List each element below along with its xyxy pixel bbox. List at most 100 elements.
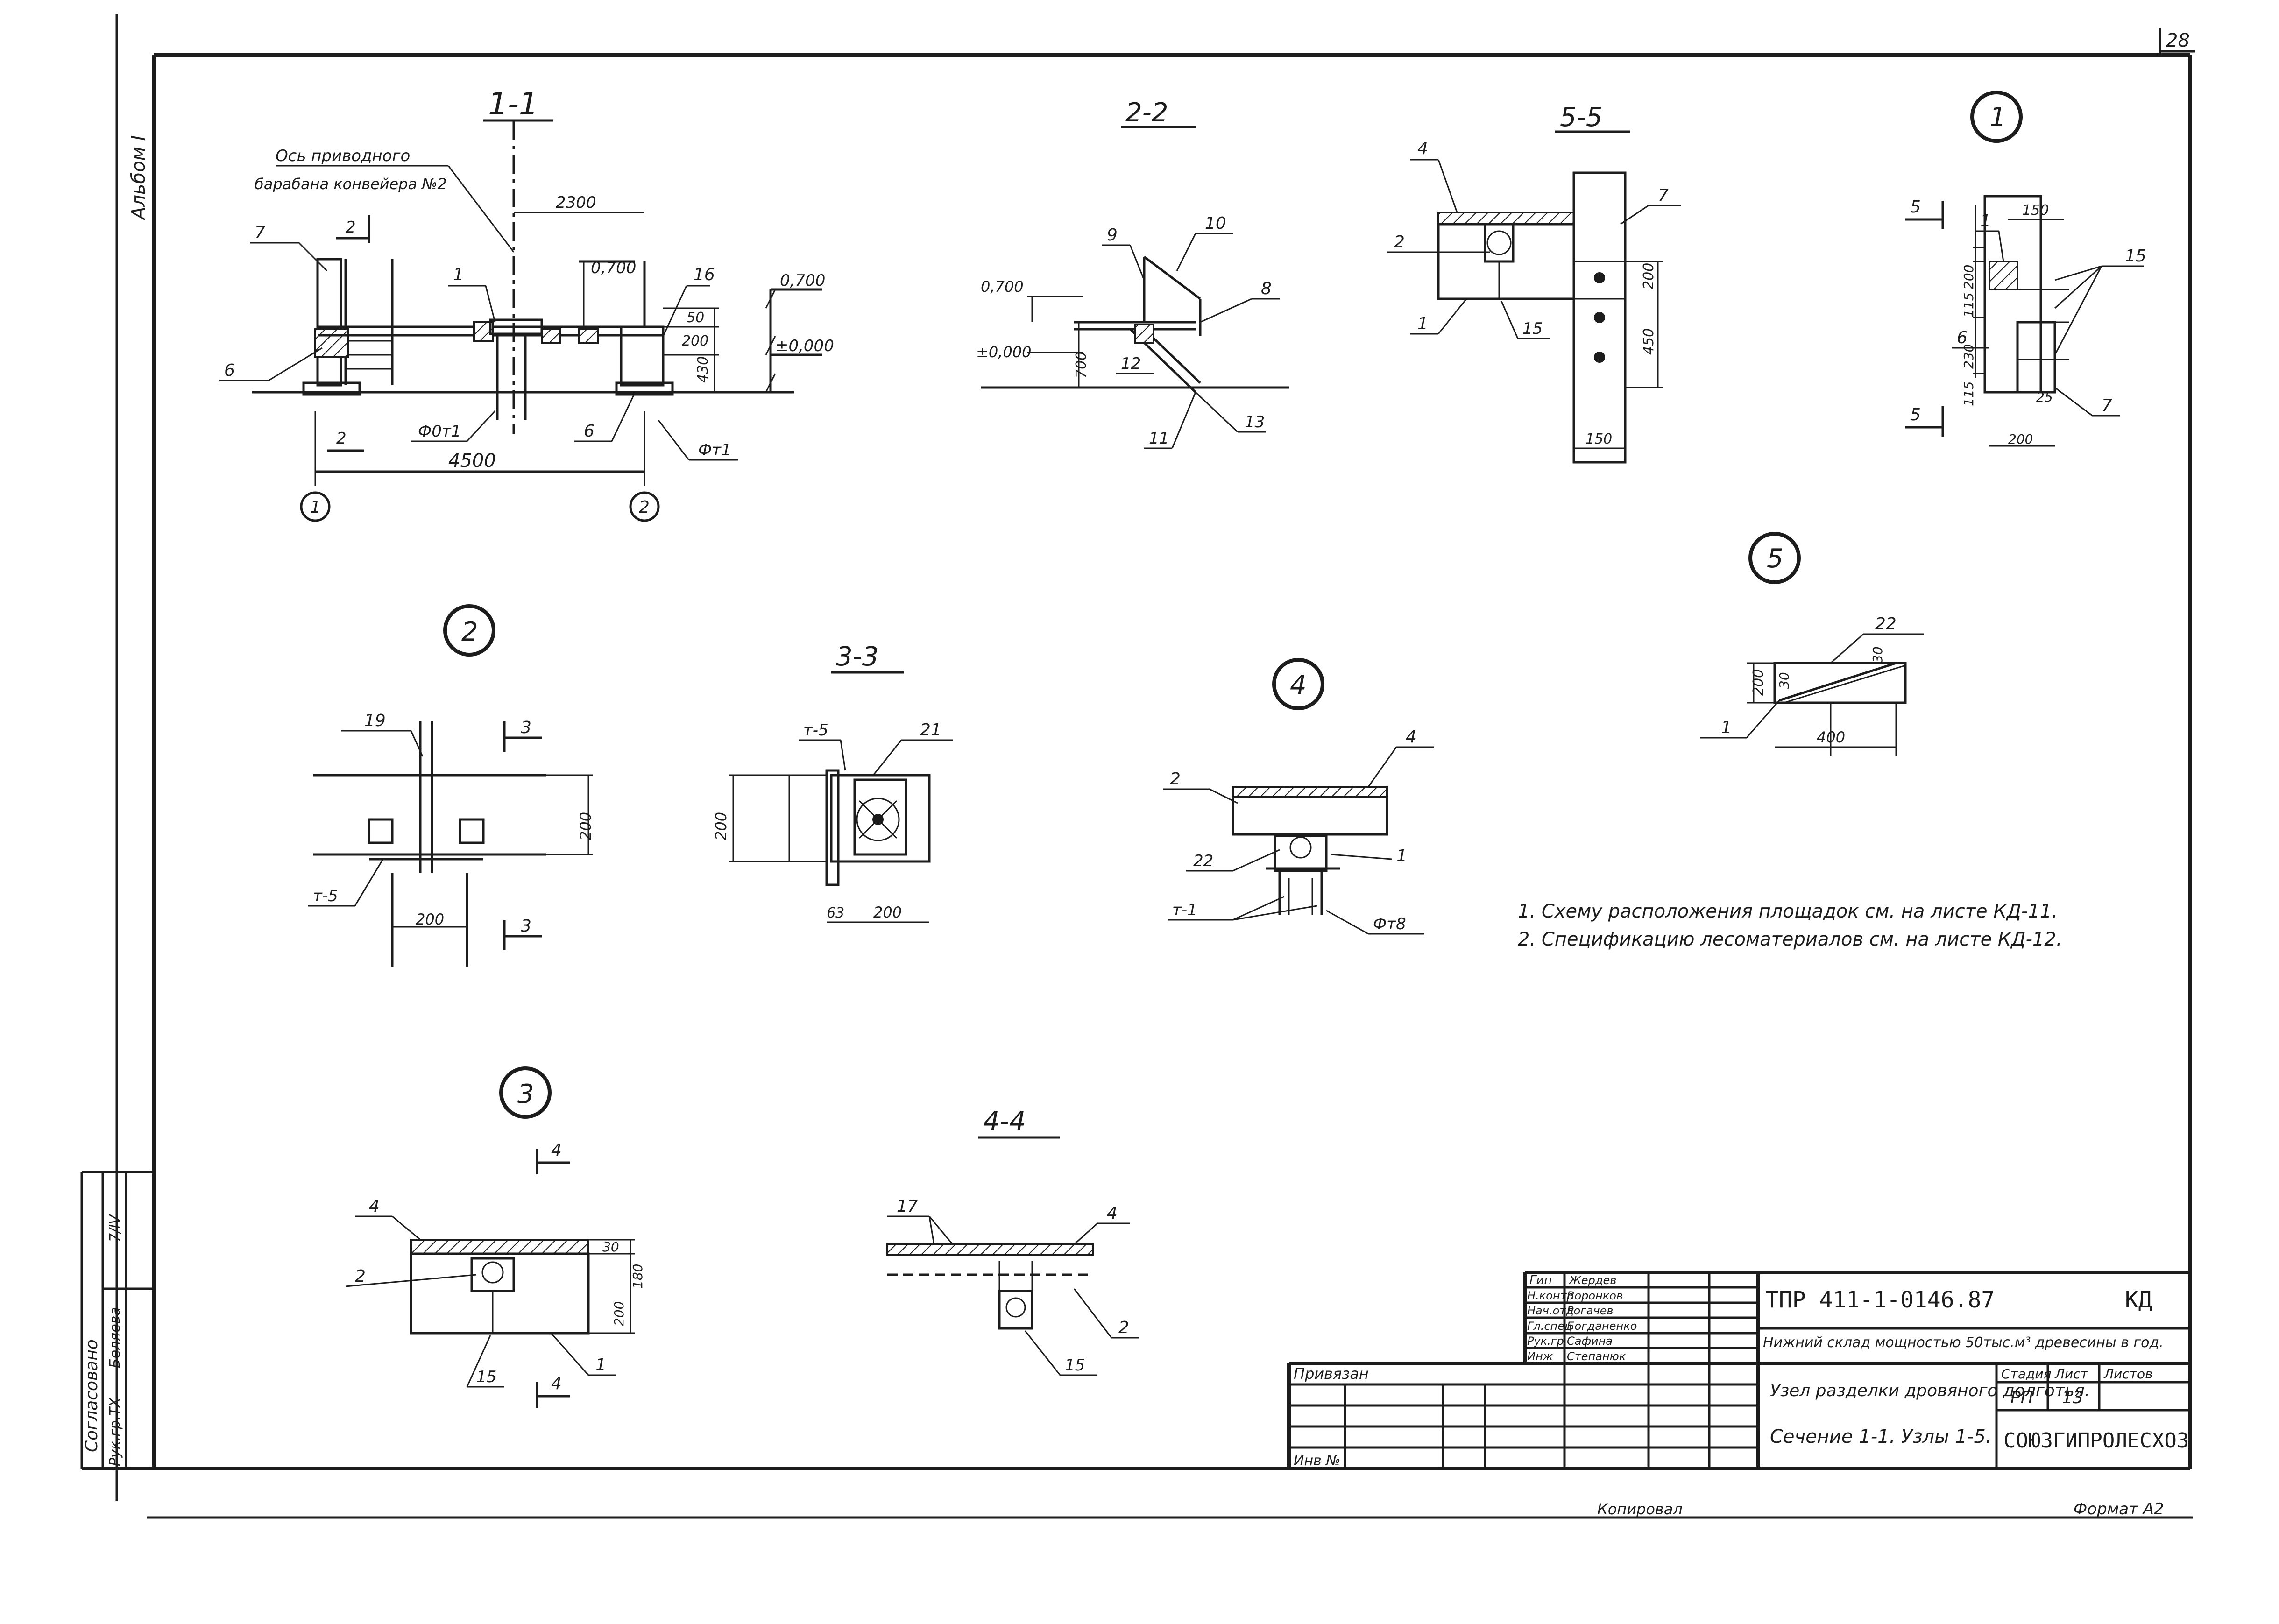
node-1: 1 150 200 115 230 115 25 200 5 1 15 6 7 … (1905, 91, 2146, 447)
leader-4: 4 (369, 1197, 380, 1216)
tb-stage-h: Стадия (2001, 1366, 2051, 1382)
axis-1: 1 (310, 498, 321, 517)
dim-150: 150 (2022, 202, 2049, 219)
leader-7: 7 (2102, 396, 2112, 415)
leader-6-left: 6 (224, 361, 235, 380)
dim-150: 150 (1585, 431, 1612, 447)
section-3-bottom: 3 (521, 917, 531, 936)
tb-name-5: Степанюк (1567, 1350, 1626, 1363)
dim-200-v: 200 (712, 812, 730, 840)
leader-1: 1 (1396, 847, 1407, 866)
leader-17: 17 (897, 1197, 918, 1216)
view-title-3-3: 3-3 (836, 642, 878, 672)
leader-1: 1 (1417, 314, 1428, 333)
tb-role-1: Н.контр (1527, 1289, 1574, 1302)
title-block (1287, 1271, 2190, 1469)
tb-content: Сечение 1-1. Узлы 1-5. (1770, 1426, 1992, 1447)
node-title-5: 5 (1767, 544, 1784, 574)
leader-2-top: 2 (346, 218, 356, 237)
leader-8: 8 (1261, 279, 1272, 298)
leader-2: 2 (355, 1267, 366, 1286)
leader-16: 16 (694, 265, 715, 284)
leader-6: 6 (1957, 328, 1968, 347)
view-title-5-5: 5-5 (1560, 102, 1602, 133)
copied-note: Копировал (1597, 1500, 1683, 1518)
dim-400: 400 (1817, 728, 1845, 746)
view-title-4-4: 4-4 (983, 1106, 1026, 1137)
dim-700: 700 (1073, 352, 1090, 378)
dim-115a: 115 (1961, 293, 1976, 318)
node-5: 5 200 30 30 400 22 1 (1700, 532, 1924, 756)
dim-0700a: 0,700 (591, 259, 636, 277)
leader-13: 13 (1245, 413, 1265, 431)
leader-2-bottom: 2 (336, 429, 347, 448)
dim-180: 180 (630, 1264, 645, 1289)
leader-t5: т-5 (803, 721, 828, 740)
tb-inv: Инв № (1294, 1453, 1340, 1469)
dim-200b: 200 (416, 911, 444, 928)
tb-role-0: Гип (1529, 1273, 1552, 1287)
note-2: 2. Спецификацию лесоматериалов см. на ли… (1518, 929, 2062, 950)
tb-role-2: Нач.отд (1527, 1304, 1574, 1317)
tb-name-3: Богданенко (1567, 1320, 1637, 1333)
leader-1: 1 (1980, 212, 1991, 231)
dim-30: 30 (602, 1239, 619, 1255)
dim-200: 200 (611, 1301, 627, 1326)
node-2: 2 200 200 19 3 т-5 3 (308, 604, 595, 967)
dept-label: Рук.гр.ТХ (107, 1397, 123, 1466)
leader-2: 2 (1394, 233, 1405, 252)
node-3: 3 30 180 200 4 4 2 15 1 4 (345, 1066, 645, 1408)
leader-19: 19 (364, 711, 386, 730)
left-strip (80, 1171, 156, 1469)
leader-1: 1 (595, 1356, 606, 1375)
tb-stage: РП (2010, 1388, 2033, 1407)
node-title-2: 2 (461, 617, 478, 647)
leader-t5: т-5 (313, 887, 338, 905)
node-title-1: 1 (1989, 102, 2006, 133)
dim-200: 200 (1641, 263, 1657, 289)
section-3-top: 3 (521, 718, 531, 737)
tb-role-4: Рук.гр (1527, 1335, 1564, 1348)
tb-sheet-h: Лист (2054, 1366, 2088, 1382)
dim-0700: 0,700 (981, 278, 1024, 296)
dim-450: 450 (1641, 328, 1657, 355)
dim-200: 200 (682, 333, 708, 349)
node-title-3: 3 (517, 1079, 534, 1109)
leader-2: 2 (1118, 1318, 1129, 1337)
view-3-3: 3-3 200 63 200 т-5 21 (712, 642, 953, 923)
leader-f0t1: Ф0т1 (418, 422, 461, 441)
dept-name: Беляева (107, 1307, 123, 1368)
view-title-2-2: 2-2 (1125, 98, 1168, 128)
view-1-1: 1-1 Ось приводного барабана конвейера №2 (219, 86, 834, 522)
sig-date: 7/IV (107, 1214, 123, 1242)
tb-role-3: Гл.спец (1527, 1320, 1572, 1333)
leader-4: 4 (1406, 727, 1416, 747)
view-2-2: 2-2 0,700 ±0,000 700 9 10 8 12 13 11 (976, 98, 1289, 449)
leader-4: 4 (1417, 139, 1428, 158)
axis-note-2: барабана конвейера №2 (255, 175, 447, 193)
dim-30b: 30 (1870, 646, 1885, 663)
dim-0700b: 0,700 (780, 271, 825, 290)
leader-5-bottom: 5 (1910, 405, 1921, 424)
dim-200: 200 (1961, 265, 1976, 289)
leader-12: 12 (1121, 354, 1141, 373)
leader-21: 21 (920, 720, 941, 740)
tb-name-2: Рогачев (1567, 1304, 1614, 1317)
leader-ft1: Фт1 (698, 441, 731, 459)
dim-200a: 200 (577, 812, 595, 840)
leader-7: 7 (1658, 186, 1669, 205)
leader-5-top: 5 (1910, 198, 1921, 217)
leader-ft8: Фт8 (1373, 915, 1406, 933)
agreed-label: Согласовано (82, 1339, 101, 1452)
dim-0000: ±0,000 (976, 343, 1031, 361)
leader-1: 1 (1721, 718, 1732, 737)
leader-7: 7 (255, 223, 265, 242)
view-title-1-1: 1-1 (488, 86, 538, 122)
leader-15: 15 (476, 1368, 496, 1386)
note-1: 1. Схему расположения площадок см. на ли… (1518, 901, 2058, 922)
dim-430: 430 (695, 356, 711, 383)
leader-1: 1 (453, 265, 464, 284)
dim-200b: 200 (2008, 431, 2033, 447)
format-note: Формат А2 (2074, 1500, 2164, 1518)
